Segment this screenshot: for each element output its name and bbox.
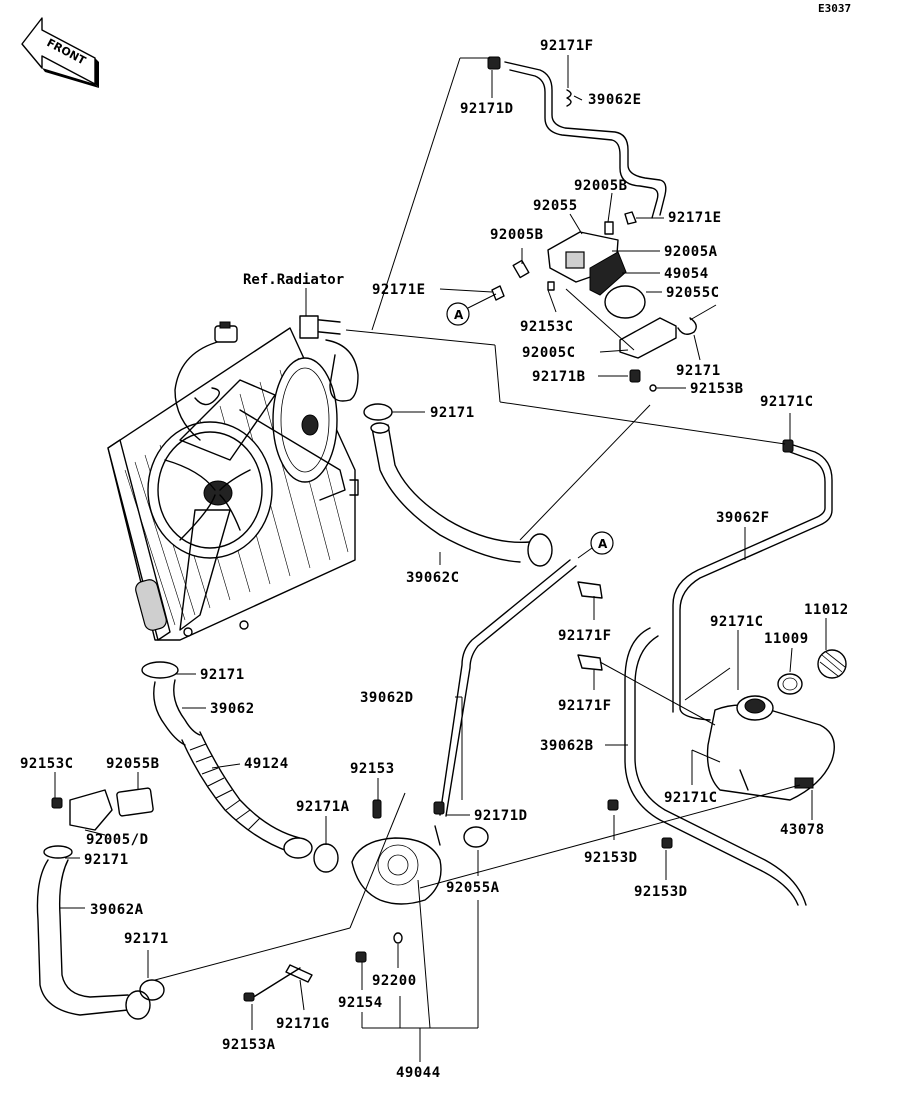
label-92171g: 92171G xyxy=(276,1016,330,1032)
leader-lines xyxy=(54,55,827,1062)
label-92153d-a: 92153D xyxy=(584,850,638,866)
label-92171f-top: 92171F xyxy=(540,38,594,54)
label-49124: 49124 xyxy=(244,756,289,772)
label-92171f-b: 92171F xyxy=(558,698,612,714)
front-arrow-icon: FRONT xyxy=(21,17,99,88)
label-92171c-low: 92171C xyxy=(664,790,718,806)
hose-39062a xyxy=(36,787,165,1020)
marker-a-upper: A xyxy=(446,293,497,326)
pipe-39062d xyxy=(433,559,577,817)
label-92153c-low: 92153C xyxy=(20,756,74,772)
label-92171c-top: 92171C xyxy=(760,394,814,410)
hose-39062e xyxy=(487,56,667,219)
ref-radiator-label: Ref.Radiator xyxy=(243,272,344,288)
label-92153b: 92153B xyxy=(690,381,744,397)
part-labels: 92171F 92171D 39062E 92005B 92055 92171E… xyxy=(20,38,849,1081)
label-92005a: 92005A xyxy=(664,244,718,260)
label-92171b: 92171B xyxy=(532,369,586,385)
label-92171-tr: 92171 xyxy=(676,363,721,379)
label-92171e-right: 92171E xyxy=(668,210,722,226)
label-92171-l: 92171 xyxy=(200,667,245,683)
water-pump xyxy=(243,799,489,1002)
label-49054: 49054 xyxy=(664,266,709,282)
reservoir-tank xyxy=(607,649,847,849)
label-92171-mid: 92171 xyxy=(430,405,475,421)
label-92153: 92153 xyxy=(350,761,395,777)
label-92055: 92055 xyxy=(533,198,578,214)
label-92005d: 92005/D xyxy=(86,832,149,848)
label-39062b: 39062B xyxy=(540,738,594,754)
label-92153a: 92153A xyxy=(222,1037,276,1053)
label-92171d-top: 92171D xyxy=(460,101,514,117)
label-39062: 39062 xyxy=(210,701,255,717)
label-92171f-a: 92171F xyxy=(558,628,612,644)
marker-a-upper-label: A xyxy=(454,308,464,322)
label-92153c-top: 92153C xyxy=(520,319,574,335)
label-49044: 49044 xyxy=(396,1065,441,1081)
label-43078: 43078 xyxy=(780,822,825,838)
marker-a-lower: A xyxy=(577,531,614,559)
label-92200: 92200 xyxy=(372,973,417,989)
label-92005c: 92005C xyxy=(522,345,576,361)
label-92171e-left: 92171E xyxy=(372,282,426,298)
label-92005b-a: 92005B xyxy=(574,178,628,194)
label-11012: 11012 xyxy=(804,602,849,618)
label-92154: 92154 xyxy=(338,995,383,1011)
label-39062e: 39062E xyxy=(588,92,642,108)
label-92171-bl: 92171 xyxy=(124,931,169,947)
hose-39062b xyxy=(624,627,807,906)
hose-39062c xyxy=(363,403,553,567)
hose-49124 xyxy=(141,661,339,873)
clips-92171f xyxy=(577,581,603,671)
marker-a-lower-label: A xyxy=(598,537,608,551)
radiator-assembly xyxy=(107,315,359,641)
hose-39062f xyxy=(672,439,833,721)
label-92153d-b: 92153D xyxy=(634,884,688,900)
label-92005b-b: 92005B xyxy=(490,227,544,243)
label-92171c-mid: 92171C xyxy=(710,614,764,630)
diagram-code: E3037 xyxy=(818,2,851,15)
label-92171a: 92171A xyxy=(296,799,350,815)
label-39062d: 39062D xyxy=(360,690,414,706)
label-92171-low: 92171 xyxy=(84,852,129,868)
thermostat-housing xyxy=(491,211,697,392)
label-92171d-low: 92171D xyxy=(474,808,528,824)
label-39062a: 39062A xyxy=(90,902,144,918)
label-39062c: 39062C xyxy=(406,570,460,586)
label-92055a: 92055A xyxy=(446,880,500,896)
label-92055b: 92055B xyxy=(106,756,160,772)
label-11009: 11009 xyxy=(764,631,809,647)
label-92055c: 92055C xyxy=(666,285,720,301)
label-39062f: 39062F xyxy=(716,510,770,526)
